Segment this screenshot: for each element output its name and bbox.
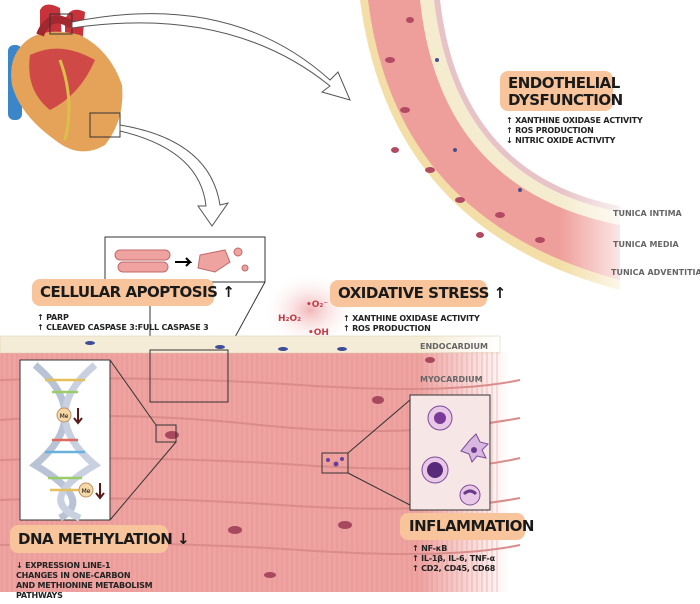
oxidative-bullets: ↑ XANTHINE OXIDASE ACTIVITY ↑ ROS PRODUC… xyxy=(343,314,480,334)
arrow-to-vessel xyxy=(71,13,351,101)
bullet: ↑ XANTHINE OXIDASE ACTIVITY xyxy=(343,314,480,323)
bullet: CHANGES IN ONE-CARBON xyxy=(16,571,131,580)
hydroxyl-label: •OH xyxy=(308,328,329,338)
immune-cells xyxy=(421,405,489,506)
bullet: ↑ NF-κB xyxy=(412,544,448,553)
bullet: ↑ ROS PRODUCTION xyxy=(506,126,594,135)
bullet: ↑ ROS PRODUCTION xyxy=(343,324,431,333)
label-line: DYSFUNCTION xyxy=(508,91,623,109)
bullet: ↑ PARP xyxy=(37,313,69,322)
endocardium-label: ENDOCARDIUM xyxy=(420,342,488,351)
arrow-to-myocardium xyxy=(119,124,230,227)
inflammation-label: INFLAMMATION xyxy=(400,513,534,540)
methylation-bullets: ↓ EXPRESSION LINE-1 CHANGES IN ONE-CARBO… xyxy=(16,561,153,601)
bullet: ↑ IL-1β, IL-6, TNF-α xyxy=(412,554,495,563)
inflammation-bullets: ↑ NF-κB ↑ IL-1β, IL-6, TNF-α ↑ CD2, CD45… xyxy=(412,544,495,574)
zoom-box-dna xyxy=(155,424,177,443)
bullet: AND METHIONINE METABOLISM xyxy=(16,581,153,590)
bullet: ↓ NITRIC OXIDE ACTIVITY xyxy=(506,136,616,145)
myocardium-label: MYOCARDIUM xyxy=(420,375,483,384)
blood-vessel xyxy=(360,0,640,300)
bullet: ↑ CLEAVED CASPASE 3:FULL CASPASE 3 xyxy=(37,323,209,332)
apoptotic-cells xyxy=(114,247,249,273)
zoom-box-inflammation xyxy=(321,452,349,474)
dna-methylation-label: DNA METHYLATION ↓ xyxy=(10,525,190,553)
superoxide-label: •O₂⁻ xyxy=(306,300,329,310)
tunica-media-label: TUNICA MEDIA xyxy=(613,240,679,249)
dna-helix-icon xyxy=(28,362,105,522)
me-label: Me xyxy=(82,488,91,495)
apoptosis-bullets: ↑ PARP ↑ CLEAVED CASPASE 3:FULL CASPASE … xyxy=(37,313,209,333)
arrow-icon xyxy=(175,257,193,267)
endothelial-bullets: ↑ XANTHINE OXIDASE ACTIVITY ↑ ROS PRODUC… xyxy=(506,116,643,146)
bullet: ↓ EXPRESSION LINE-1 xyxy=(16,561,111,570)
tunica-adventitia-label: TUNICA ADVENTITIA xyxy=(611,268,700,277)
cellular-apoptosis-label: CELLULAR APOPTOSIS ↑ xyxy=(32,279,235,306)
endothelial-dysfunction-label: ENDOTHELIAL DYSFUNCTION xyxy=(500,71,623,111)
bullet: ↑ XANTHINE OXIDASE ACTIVITY xyxy=(506,116,643,125)
me-label: Me xyxy=(60,413,69,420)
heart-icon xyxy=(8,4,123,152)
apoptosis-inset xyxy=(104,236,266,283)
hydrogen-peroxide-label: H₂O₂ xyxy=(278,314,302,324)
oxidative-stress-label: OXIDATIVE STRESS ↑ xyxy=(330,280,506,307)
bullet: ↑ CD2, CD45, CD68 xyxy=(412,564,496,573)
label-line: ENDOTHELIAL xyxy=(508,74,620,92)
bullet: PATHWAYS xyxy=(16,591,63,600)
zoom-box-apoptosis xyxy=(149,349,229,403)
tunica-intima-label: TUNICA INTIMA xyxy=(613,209,682,218)
